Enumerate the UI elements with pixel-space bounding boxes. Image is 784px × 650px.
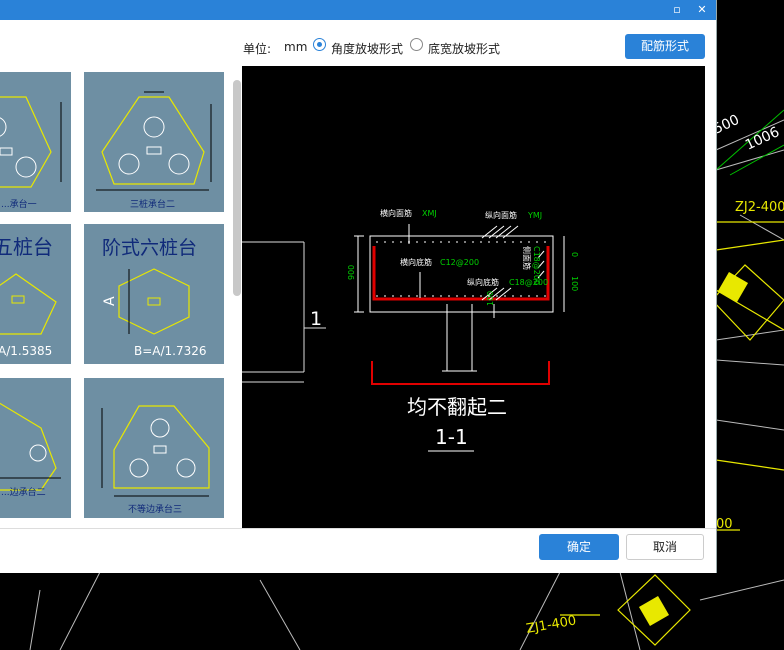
thumb-formula: B=A/1.7326	[134, 344, 207, 358]
list-scrollbar[interactable]	[233, 80, 241, 296]
radio-angle-slope-label[interactable]: 角度放坡形式	[331, 42, 404, 56]
section-preview: 1	[242, 66, 705, 528]
thumb-5pile-cap[interactable]: 五桩台 A/1.5385	[0, 224, 71, 364]
thumb-caption: 三桩承台二	[130, 200, 176, 210]
dim-top: 0	[570, 252, 579, 257]
label-bot-vert: 纵向底筋	[467, 277, 499, 287]
dialog-titlebar: ▫ ✕	[0, 0, 716, 20]
thumb-axis: A	[102, 296, 118, 306]
thumb-caption: ...边承台二	[1, 488, 46, 498]
bg-label-zj1: ZJ1-400	[525, 613, 577, 637]
ok-button[interactable]: 确定	[539, 534, 619, 560]
reinforcement-form-button[interactable]: 配筋形式	[625, 34, 705, 59]
close-icon[interactable]: ✕	[697, 3, 707, 16]
thumb-3pile-cap-2[interactable]: 三桩承台二	[84, 72, 224, 212]
thumb-3pile-cap-1[interactable]: ...承台一	[0, 72, 71, 212]
dim-bottom-right: 100	[570, 276, 579, 291]
dim-bottom: 100	[486, 291, 495, 306]
thumb-formula: A/1.5385	[0, 344, 53, 358]
bg-label-00: 00	[716, 517, 733, 532]
thumb-title: 阶式六桩台	[102, 237, 197, 259]
minimize-icon[interactable]: ▫	[673, 3, 681, 16]
pile-cap-list[interactable]: ...承台一 三桩承台二 五桩台 A/1.5385 阶式六桩台 A	[0, 66, 242, 528]
thumb-irregular-cap-2[interactable]: ...边承台二	[0, 378, 71, 518]
code-bot-vert: C18@200	[509, 278, 548, 287]
label-bot-horiz: 横向底筋	[400, 257, 432, 267]
label-top-horiz: 横向面筋	[380, 208, 412, 218]
thumb-irregular-cap-3[interactable]: 不等边承台三	[84, 378, 224, 518]
thumb-title: 五桩台	[0, 235, 53, 259]
label-side: 侧面筋	[522, 246, 532, 270]
thumb-6pile-cap[interactable]: 阶式六桩台 A B=A/1.7326	[84, 224, 224, 364]
section-title: 1-1	[435, 425, 468, 449]
radio-width-slope-label[interactable]: 底宽放坡形式	[428, 42, 501, 56]
section-note: 均不翻起二	[407, 395, 507, 419]
thumb-caption: ...承台一	[1, 200, 37, 210]
bg-label-zj2: ZJ2-400	[735, 200, 784, 215]
dialog-toolbar	[0, 20, 716, 66]
dim-height: 900	[347, 265, 356, 280]
unit-label: 单位:	[243, 42, 272, 56]
thumb-caption: 不等边承台三	[128, 505, 183, 515]
section-marker: 1	[310, 308, 322, 330]
code-side: C18@200	[532, 246, 541, 285]
code-bot-horiz: C12@200	[440, 258, 479, 267]
radio-angle-slope[interactable]	[313, 38, 326, 51]
label-top-vert: 纵向面筋	[485, 210, 517, 220]
code-top-vert: YMJ	[527, 211, 542, 220]
unit-value: mm	[284, 40, 308, 54]
code-top-horiz: XMJ	[422, 209, 437, 218]
cancel-button[interactable]: 取消	[626, 534, 704, 560]
radio-width-slope[interactable]	[410, 38, 423, 51]
